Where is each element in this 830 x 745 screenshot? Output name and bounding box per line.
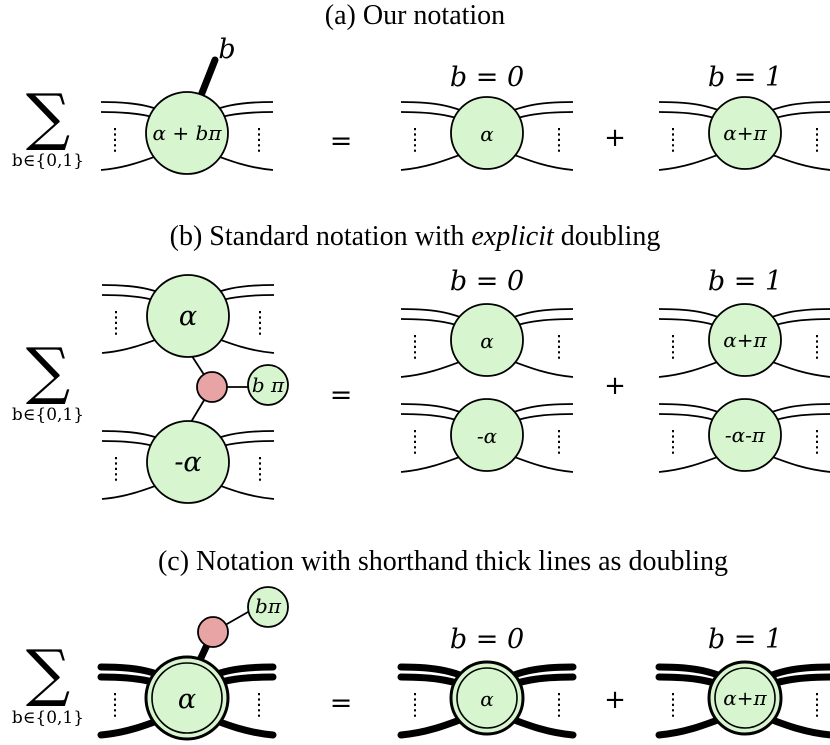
z-spider-label: α + bπ [153, 121, 223, 145]
z-spider [145, 91, 229, 175]
phase-spider [247, 364, 289, 406]
x-spider [196, 371, 228, 403]
doubled-z-spider-inner [456, 667, 518, 729]
z-spider-bottom-label: -α-π [725, 423, 766, 447]
z-spider-bottom-label: -α [174, 447, 201, 478]
lhs-spider-a: b α + bπ [100, 34, 274, 175]
case-0-header: b = 0 [450, 266, 524, 297]
plus-sign: + [604, 123, 626, 153]
doubled-z-spider-inner [151, 662, 223, 734]
doubled-z-spider-outer [144, 655, 230, 741]
case-1-header: b = 1 [708, 62, 782, 93]
rhs-spider-a-b0: α [400, 96, 574, 171]
lhs-doubled-diagram: α -α b π [101, 274, 289, 504]
doubled-z-spider-outer [449, 660, 525, 736]
panel-a: (a) Our notation ∑ b∈{0,1} b α + bπ = b … [12, 0, 830, 175]
z-spider-top [708, 303, 782, 377]
z-spider-top-label: α [179, 301, 197, 332]
rhs-spider-c-b1: α+π [659, 660, 830, 736]
equals-sign: = [330, 688, 353, 719]
z-spider-top-label: α+π [723, 328, 767, 352]
z-spider-label: α+π [723, 686, 767, 710]
rhs-spider-a-b1: α+π [658, 96, 830, 171]
lhs-spider-c: bπ α [101, 586, 289, 741]
z-spider-top-label: α [480, 329, 494, 353]
equals-sign: = [330, 126, 353, 157]
sum-subscript: b∈{0,1} [12, 405, 84, 425]
z-spider-top [450, 303, 524, 377]
parameter-wire [196, 56, 219, 102]
z-spider-bottom [708, 398, 782, 472]
case-0-header: b = 0 [450, 624, 524, 655]
doubled-z-spider-outer [707, 660, 783, 736]
panel-c: (c) Notation with shorthand thick lines … [12, 546, 830, 741]
panel-c-title: (c) Notation with shorthand thick lines … [158, 546, 728, 577]
panel-b-title: (b) Standard notation with explicit doub… [170, 221, 661, 252]
sum-symbol: ∑ [26, 334, 70, 407]
panel-a-title: (a) Our notation [325, 0, 505, 31]
z-spider [450, 96, 524, 170]
sum-symbol: ∑ [26, 80, 70, 153]
z-spider-bottom-label: -α [477, 424, 498, 448]
rhs-pair-b1: α+π -α-π [658, 303, 830, 473]
panel-b: (b) Standard notation with explicit doub… [12, 221, 830, 504]
phase-spider [247, 586, 289, 628]
phase-spider-label: bπ [255, 594, 282, 618]
equals-sign: = [330, 380, 353, 411]
x-spider [197, 616, 229, 648]
z-spider-label: α [480, 122, 494, 146]
rhs-pair-b0: α -α [400, 303, 574, 473]
case-1-header: b = 1 [708, 624, 782, 655]
z-spider-label: α [178, 684, 196, 715]
z-spider-label: α [480, 687, 494, 711]
parameter-wire-label: b [218, 34, 235, 65]
phase-spider-label: b π [252, 373, 285, 397]
sum-subscript: b∈{0,1} [12, 708, 84, 728]
z-spider-bottom [450, 398, 524, 472]
sum-subscript: b∈{0,1} [12, 151, 84, 171]
z-spider [708, 96, 782, 170]
case-1-header: b = 1 [708, 266, 782, 297]
z-spider-bottom [146, 420, 230, 504]
z-spider-label: α+π [723, 121, 767, 145]
sum-symbol: ∑ [26, 636, 70, 709]
doubled-z-spider-inner [714, 667, 776, 729]
case-0-header: b = 0 [450, 62, 524, 93]
plus-sign: + [604, 371, 626, 401]
z-spider-top [146, 274, 230, 358]
plus-sign: + [604, 685, 626, 715]
rhs-spider-c-b0: α [401, 660, 573, 736]
